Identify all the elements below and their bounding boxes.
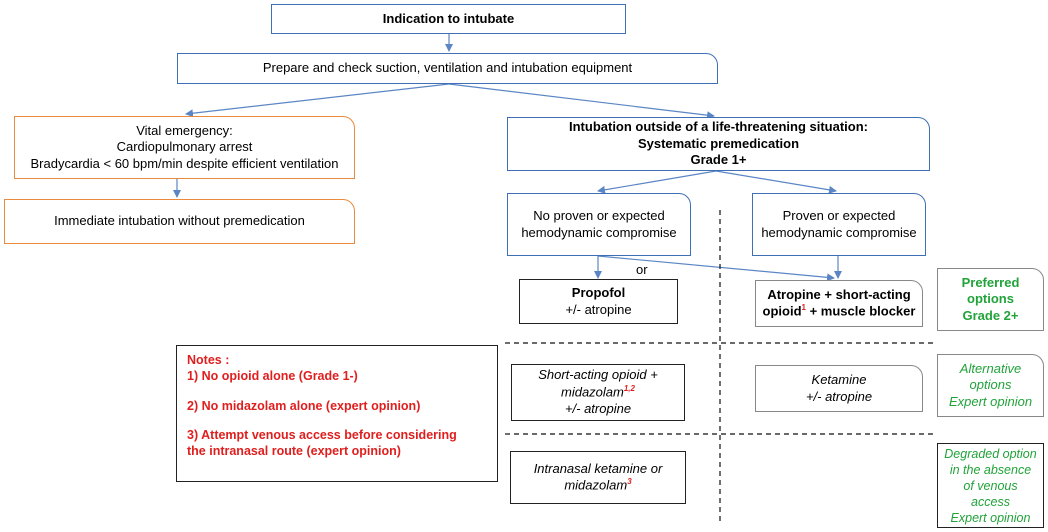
intranasal-footnote-sup: 3 xyxy=(627,477,632,487)
intranasal-line-1: Intranasal ketamine or xyxy=(533,460,663,476)
degraded-label-1: Degraded option xyxy=(944,446,1037,461)
no-compromise-line-2: hemodynamic compromise xyxy=(521,224,677,240)
preferred-options-label: Preferred options Grade 2+ xyxy=(937,268,1044,331)
alternative-options-label: Alternative options Expert opinion xyxy=(937,354,1044,417)
outside-situation-box: Intubation outside of a life-threatening… xyxy=(507,117,930,171)
outside-line-3: Grade 1+ xyxy=(690,152,747,168)
arrow-no-compromise-to-atropine xyxy=(597,255,835,282)
vital-line-3: Bradycardia < 60 bpm/min despite efficie… xyxy=(30,155,339,171)
or-label: or xyxy=(636,262,648,277)
opioid-footnote-sup: 1,2 xyxy=(623,384,635,394)
alternative-label-3: Expert opinion xyxy=(948,393,1033,409)
arrow-prepare-to-outside xyxy=(448,83,715,120)
alternative-label-1: Alternative xyxy=(959,360,1022,376)
note-2: 2) No midazolam alone (expert opinion) xyxy=(187,398,421,413)
intranasal-box: Intranasal ketamine or midazolam3 xyxy=(510,451,686,504)
ketamine-line-2: +/- atropine xyxy=(805,388,873,404)
opioid-midazolam-box: Short-acting opioid + midazolam1,2 +/- a… xyxy=(511,364,685,421)
intranasal-line-2a: midazolam xyxy=(564,477,628,493)
no-compromise-line-1: No proven or expected xyxy=(533,207,665,223)
opioid-line-2: midazolam1,2 xyxy=(561,384,635,401)
vital-line-2: Cardiopulmonary arrest xyxy=(116,139,253,155)
opioid-line-2a: midazolam xyxy=(561,384,624,400)
atropine-line-2b: + muscle blocker xyxy=(805,303,916,319)
preferred-label-3: Grade 2+ xyxy=(962,307,1019,323)
degraded-label-3: of venous xyxy=(963,478,1018,493)
degraded-label-5: Expert opinion xyxy=(950,510,1031,525)
degraded-label-2: in the absence xyxy=(949,462,1032,477)
indication-box: Indication to intubate xyxy=(271,4,626,34)
propofol-box: Propofol +/- atropine xyxy=(519,279,678,324)
immediate-intubation-box: Immediate intubation without premedicati… xyxy=(4,199,355,244)
atropine-line-1: Atropine + short-acting xyxy=(767,286,911,302)
no-compromise-box: No proven or expected hemodynamic compro… xyxy=(507,193,691,256)
arrow-prepare-to-vital xyxy=(185,83,450,118)
compromise-box: Proven or expected hemodynamic compromis… xyxy=(752,193,926,256)
propofol-title: Propofol xyxy=(571,284,626,300)
outside-line-1: Intubation outside of a life-threatening… xyxy=(569,119,868,135)
ketamine-line-1: Ketamine xyxy=(811,371,867,387)
preferred-label-2: options xyxy=(967,291,1014,307)
outside-line-2: Systematic premedication xyxy=(637,135,800,151)
degraded-label-4: access xyxy=(971,494,1010,509)
note-1: 1) No opioid alone (Grade 1-) xyxy=(187,369,358,384)
vital-emergency-box: Vital emergency: Cardiopulmonary arrest … xyxy=(14,116,355,179)
opioid-line-1: Short-acting opioid + xyxy=(538,367,658,383)
compromise-line-1: Proven or expected xyxy=(782,207,896,223)
preferred-label-1: Preferred xyxy=(961,274,1020,290)
intranasal-line-2: midazolam3 xyxy=(564,477,631,494)
prepare-text: Prepare and check suction, ventilation a… xyxy=(262,60,633,76)
arrow-outside-to-compromise xyxy=(715,170,837,194)
ketamine-box: Ketamine +/- atropine xyxy=(755,365,923,412)
atropine-line-2a: opioid xyxy=(762,303,802,319)
propofol-sub: +/- atropine xyxy=(565,301,632,317)
notes-box: Notes : 1) No opioid alone (Grade 1-) 2)… xyxy=(176,345,498,482)
immediate-text: Immediate intubation without premedicati… xyxy=(54,213,305,229)
indication-text: Indication to intubate xyxy=(382,10,515,26)
opioid-line-3: +/- atropine xyxy=(564,400,632,416)
degraded-option-label: Degraded option in the absence of venous… xyxy=(937,443,1044,528)
compromise-line-2: hemodynamic compromise xyxy=(761,224,917,240)
note-3-line-2: the intranasal route (expert opinion) xyxy=(187,444,401,458)
arrow-outside-to-no-compromise xyxy=(597,170,717,194)
atropine-opioid-box: Atropine + short-acting opioid1 + muscle… xyxy=(755,280,923,327)
prepare-box: Prepare and check suction, ventilation a… xyxy=(177,53,718,84)
alternative-label-2: options xyxy=(969,377,1012,393)
notes-title: Notes : xyxy=(187,353,230,367)
note-3-line-1: 3) Attempt venous access before consider… xyxy=(187,427,457,442)
vital-title: Vital emergency: xyxy=(136,122,233,138)
atropine-footnote-sup: 1 xyxy=(801,303,806,313)
atropine-line-2: opioid1 + muscle blocker xyxy=(763,303,916,320)
